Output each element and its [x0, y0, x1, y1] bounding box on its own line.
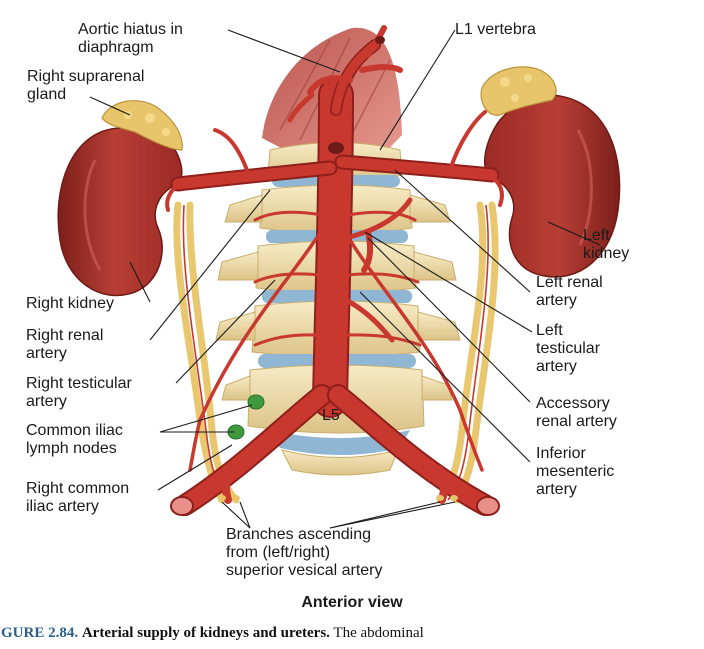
label-inferior-mesenteric-artery: Inferior mesenteric artery: [536, 445, 615, 498]
label-left-testicular-artery: Left testicular artery: [536, 322, 601, 375]
label-right-testicular-artery: Right testicular artery: [26, 375, 132, 410]
figure-caption: FIGURE 2.84. Arterial supply of kidneys …: [0, 625, 704, 642]
label-right-common-iliac-artery: Right common iliac artery: [26, 480, 130, 515]
label-l1-vertebra: L1 vertebra: [455, 21, 536, 38]
left-suprarenal-gland: [480, 66, 557, 116]
common-iliac-lymph-nodes: [227, 394, 265, 440]
right-kidney: [57, 126, 183, 297]
label-l5-vertebra: L5: [322, 407, 340, 424]
vessel-cut-ends: [170, 36, 500, 516]
accessory-renal-artery: [342, 197, 413, 241]
leader-lines: [89, 29, 601, 529]
label-left-renal-artery: Left renal artery: [536, 274, 603, 309]
label-superior-vesical-branches: Branches ascending from (left/right) sup…: [226, 526, 383, 579]
label-accessory-renal-artery: Accessory renal artery: [536, 395, 617, 430]
label-common-iliac-lymph-nodes: Common iliac lymph nodes: [26, 422, 123, 457]
left-testicular-artery: [343, 230, 484, 472]
caption-title: Arterial supply of kidneys and ureters.: [81, 625, 330, 641]
caption-text: The abdominal: [333, 625, 424, 641]
right-testicular-artery: [188, 228, 324, 472]
view-label: Anterior view: [301, 594, 403, 611]
label-aortic-hiatus: Aortic hiatus in diaphragm: [78, 21, 183, 56]
label-right-suprarenal-gland: Right suprarenal gland: [27, 68, 145, 103]
label-right-kidney: Right kidney: [26, 295, 115, 312]
label-left-kidney: Left kidney: [583, 227, 630, 262]
left-kidney: [483, 94, 621, 278]
right-suprarenal-gland: [101, 100, 183, 151]
caption-figure-number: FIGURE 2.84.: [0, 625, 79, 641]
label-right-renal-artery: Right renal artery: [26, 327, 104, 362]
abdominal-aorta: [165, 25, 504, 516]
